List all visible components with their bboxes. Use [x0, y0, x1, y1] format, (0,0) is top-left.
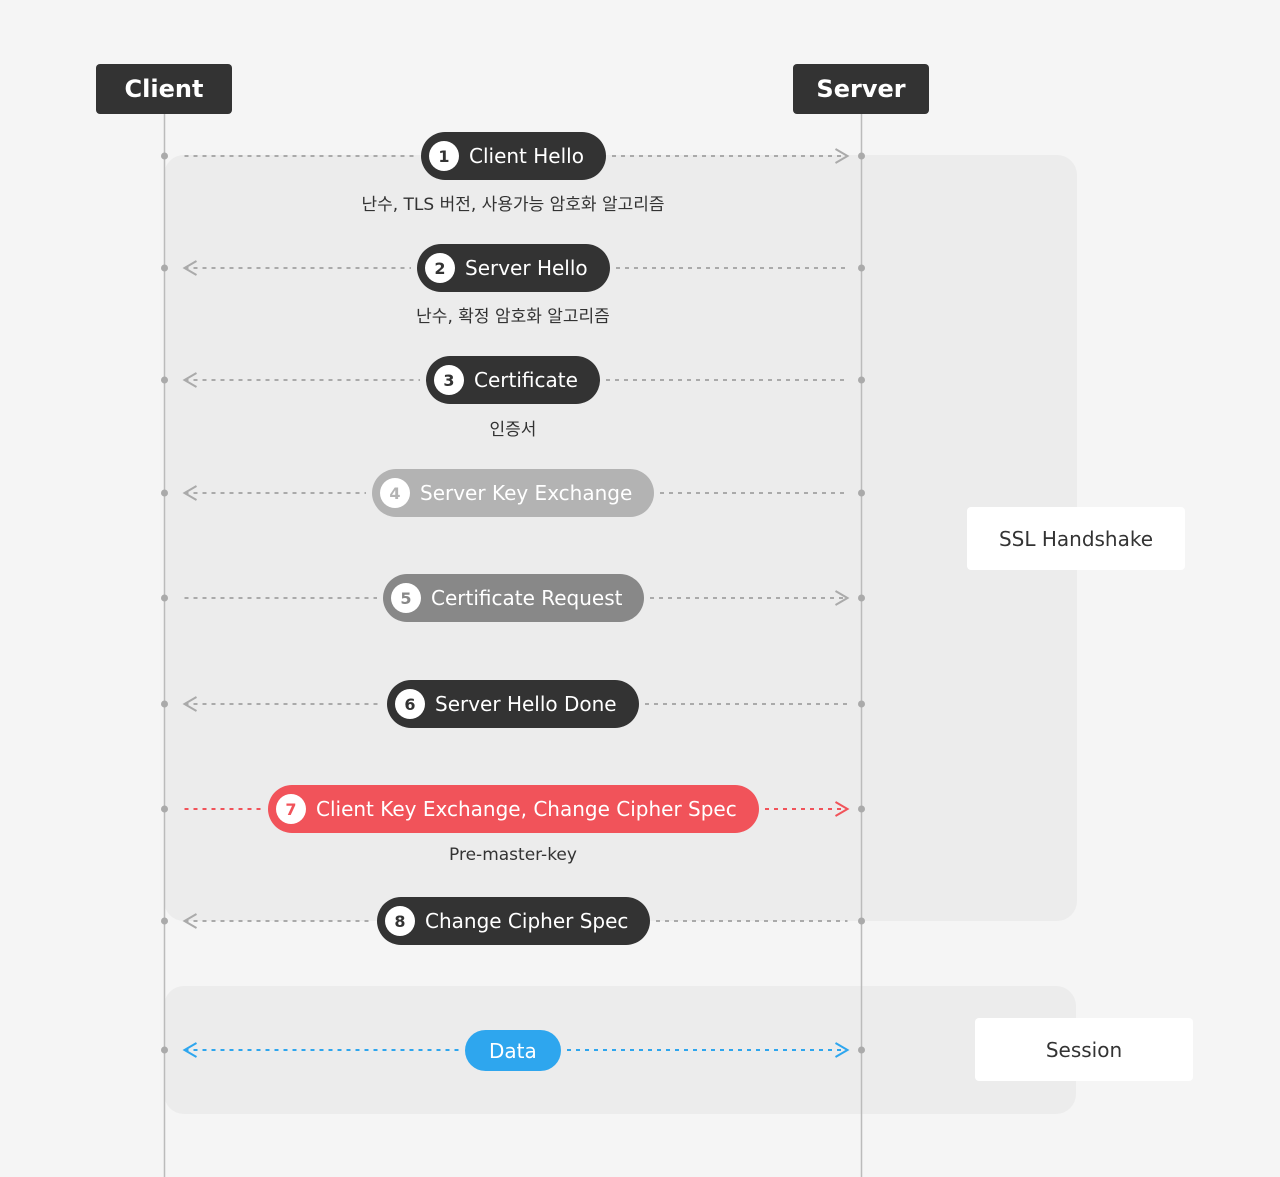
lifeline-dot [858, 489, 865, 497]
lifeline-dot [161, 1046, 168, 1054]
arrow-head-left [182, 260, 198, 276]
lifeline-dot [161, 489, 168, 497]
message-caption: Pre-master-key [449, 845, 577, 865]
step-number-badge: 5 [391, 583, 421, 613]
step-number-badge: 4 [380, 478, 410, 508]
message-server-hello-done: 6 Server Hello Done [387, 680, 639, 728]
message-label: Certificate [474, 368, 578, 392]
arrow-head-left [182, 696, 198, 712]
lifeline-dot [858, 376, 865, 384]
session-group-label: Session [975, 1018, 1193, 1081]
step-number-badge: 7 [276, 794, 306, 824]
message-label: Server Hello [465, 256, 588, 280]
step-number-badge: 8 [385, 906, 415, 936]
step-number-badge: 3 [434, 365, 464, 395]
lifeline-dot [161, 805, 168, 813]
message-data: Data [465, 1030, 561, 1071]
lifeline-dot [161, 700, 168, 708]
message-change-cipher-spec: 8 Change Cipher Spec [377, 897, 651, 945]
arrow-head-right [834, 590, 850, 606]
arrow-head-left [182, 485, 198, 501]
message-caption: 난수, TLS 버전, 사용가능 암호화 알고리즘 [361, 195, 665, 215]
message-label: Data [489, 1038, 537, 1063]
lifeline-dot [858, 805, 865, 813]
message-caption: 난수, 확정 암호화 알고리즘 [416, 307, 610, 327]
message-label: Server Key Exchange [420, 481, 633, 505]
message-label: Server Hello Done [435, 692, 617, 716]
handshake-group-panel [164, 155, 1077, 921]
arrow-head-right [834, 148, 850, 164]
step-number-badge: 2 [425, 253, 455, 283]
handshake-group-label: SSL Handshake [967, 507, 1185, 570]
message-client-key-exchange: 7 Client Key Exchange, Change Cipher Spe… [268, 785, 759, 833]
message-certificate-request: 5 Certificate Request [383, 574, 645, 622]
arrow-head-left [182, 1042, 198, 1058]
message-label: Change Cipher Spec [425, 909, 629, 933]
message-client-hello: 1 Client Hello [421, 132, 606, 180]
lifeline-dot [858, 594, 865, 602]
lifeline-dot [858, 917, 865, 925]
session-group-panel [164, 986, 1076, 1114]
message-label: Certificate Request [431, 586, 623, 610]
lifeline-dot [161, 594, 168, 602]
lifeline-dot [161, 376, 168, 384]
message-label: Client Hello [469, 144, 584, 168]
arrow-head-left [182, 372, 198, 388]
server-actor: Server [793, 64, 929, 114]
message-label: Client Key Exchange, Change Cipher Spec [316, 797, 737, 821]
message-server-hello: 2 Server Hello [417, 244, 610, 292]
message-caption: 인증서 [489, 420, 537, 440]
arrow-head-left [182, 913, 198, 929]
client-actor: Client [96, 64, 232, 114]
lifeline-dot [858, 700, 865, 708]
lifeline-dot [161, 917, 168, 925]
lifeline-dot [161, 152, 168, 160]
lifeline-dot [858, 1046, 865, 1054]
lifeline-dot [858, 152, 865, 160]
arrow-head-right [834, 1042, 850, 1058]
message-certificate: 3 Certificate [426, 356, 600, 404]
step-number-badge: 6 [395, 689, 425, 719]
arrow-head-right [834, 801, 850, 817]
step-number-badge: 1 [429, 141, 459, 171]
lifeline-dot [858, 264, 865, 272]
lifeline-dot [161, 264, 168, 272]
message-server-key-exchange: 4 Server Key Exchange [372, 469, 655, 517]
